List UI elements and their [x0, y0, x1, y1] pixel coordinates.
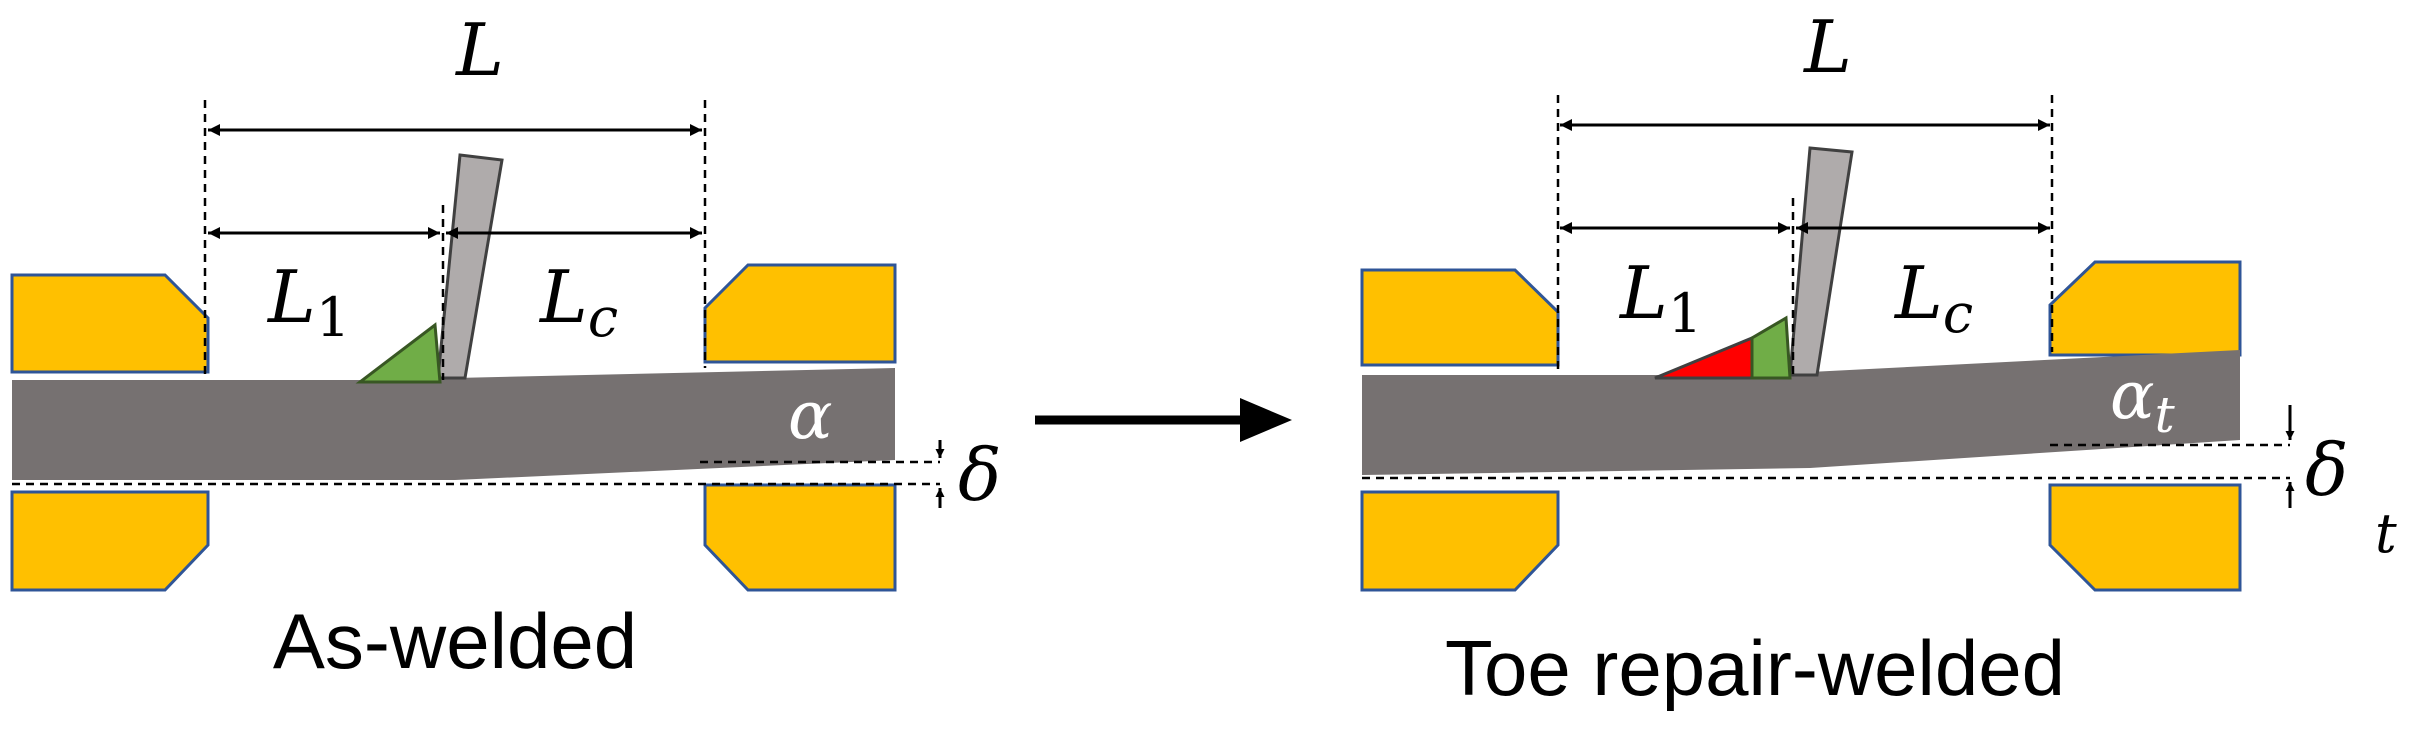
label-alpha: α — [788, 377, 833, 454]
clamp-bottom-left — [10, 490, 210, 592]
attachment-plate — [1788, 146, 1854, 377]
attachment-plate — [436, 153, 504, 380]
clamp-bottom-right — [2048, 483, 2242, 592]
plate — [1362, 350, 2240, 475]
clamp-bottom-left — [1360, 490, 1560, 592]
caption-as-welded: As-welded — [273, 597, 637, 685]
plate — [12, 368, 895, 480]
fillet-weld — [1750, 315, 1792, 380]
clamp-bottom-right — [703, 483, 897, 592]
label-Lc: Lc — [1893, 251, 1973, 345]
panel-as-welded: L L1 Lc α δ As-welded — [10, 8, 1001, 685]
transition-arrowhead — [1240, 398, 1292, 442]
caption-toe-repair-welded: Toe repair-welded — [1445, 624, 2065, 712]
fillet-weld — [355, 322, 442, 384]
label-L: L — [454, 8, 504, 92]
label-delta: δ — [958, 433, 1001, 517]
label-delta-t: δt — [2305, 428, 2397, 565]
label-L: L — [1802, 5, 1852, 89]
label-Lc: Lc — [538, 255, 618, 349]
clamp-top-left — [10, 273, 210, 374]
clamp-top-right — [2048, 260, 2242, 357]
label-L1: L1 — [1618, 251, 1702, 345]
label-L1: L1 — [266, 255, 350, 349]
clamp-top-right — [703, 263, 897, 364]
label-alpha-t: αt — [2110, 357, 2176, 444]
panel-toe-repair-welded: L L1 Lc αt δt Toe repair-welded — [1360, 5, 2397, 712]
clamp-top-left — [1360, 268, 1560, 367]
